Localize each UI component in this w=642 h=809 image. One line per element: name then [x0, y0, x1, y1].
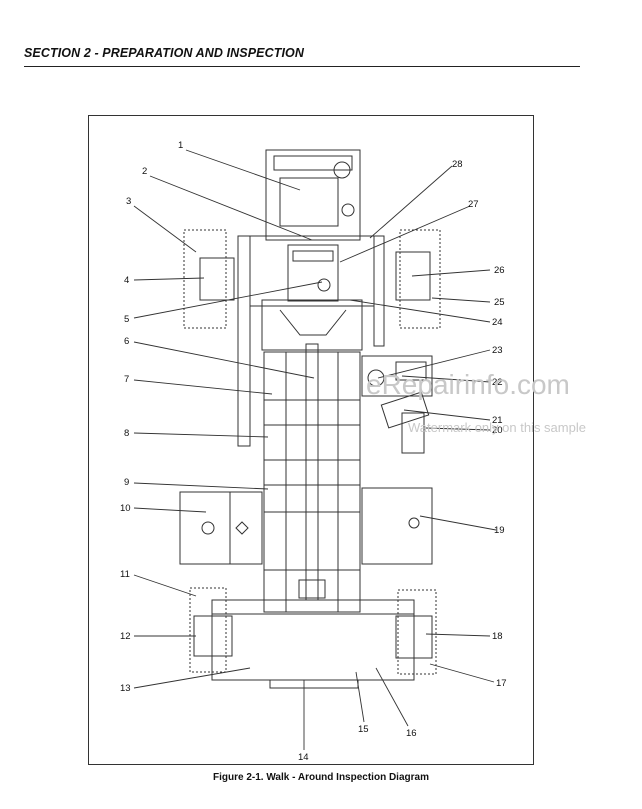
front-right-wheel [395, 251, 431, 301]
callout-8: 8 [124, 428, 129, 439]
ground-control-panel [287, 244, 339, 302]
section-header: SECTION 2 - PREPARATION AND INSPECTION [24, 44, 580, 67]
callout-11: 11 [120, 569, 130, 580]
chassis-frame [263, 351, 361, 613]
lift-cylinder [305, 343, 319, 601]
control-box-top [273, 155, 353, 171]
callout-15: 15 [358, 724, 369, 735]
callout-17: 17 [496, 678, 507, 689]
callout-28: 28 [452, 159, 463, 170]
callout-19: 19 [494, 525, 505, 536]
front-left-tire [183, 229, 227, 329]
callout-23: 23 [492, 345, 503, 356]
callout-27: 27 [468, 199, 479, 210]
hydraulic-tank [179, 491, 263, 565]
battery-box [361, 487, 433, 565]
callout-2: 2 [142, 166, 147, 177]
figure-caption: Figure 2-1. Walk - Around Inspection Dia… [0, 767, 642, 785]
diagram-frame [88, 115, 534, 765]
watermark-site: eRepairinfo.com [366, 369, 570, 400]
callout-4: 4 [124, 275, 129, 286]
callout-3: 3 [126, 196, 131, 207]
control-knob-lower [341, 203, 355, 217]
charger [401, 412, 425, 454]
rear-left-tire [189, 587, 227, 673]
front-left-wheel [199, 257, 235, 301]
front-right-tire [399, 229, 441, 329]
control-panel-display [292, 250, 334, 262]
figure-caption-text: Figure 2-1. Walk - Around Inspection Dia… [213, 772, 429, 783]
callout-16: 16 [406, 728, 417, 739]
section-title: SECTION 2 - PREPARATION AND INSPECTION [24, 46, 304, 60]
callout-12: 12 [120, 631, 131, 642]
callout-6: 6 [124, 336, 129, 347]
callout-14: 14 [298, 752, 309, 763]
rear-right-wheel [395, 615, 433, 659]
callout-18: 18 [492, 631, 503, 642]
rear-right-tire [397, 589, 437, 675]
callout-9: 9 [124, 477, 129, 488]
callout-5: 5 [124, 314, 129, 325]
callout-10: 10 [120, 503, 131, 514]
callout-26: 26 [494, 265, 505, 276]
watermark-note: Watermark only on this sample [408, 420, 586, 435]
callout-22: 22 [492, 377, 503, 388]
callout-25: 25 [494, 297, 505, 308]
callout-21: 21 [492, 415, 503, 426]
callout-1: 1 [178, 140, 183, 151]
platform-control-box [265, 149, 361, 241]
callout-13: 13 [120, 683, 131, 694]
control-knob [333, 161, 351, 179]
control-mechanism [279, 177, 339, 227]
control-panel-switch [317, 278, 331, 292]
callout-7: 7 [124, 374, 129, 385]
callout-24: 24 [492, 317, 503, 328]
callout-20: 20 [492, 425, 503, 436]
